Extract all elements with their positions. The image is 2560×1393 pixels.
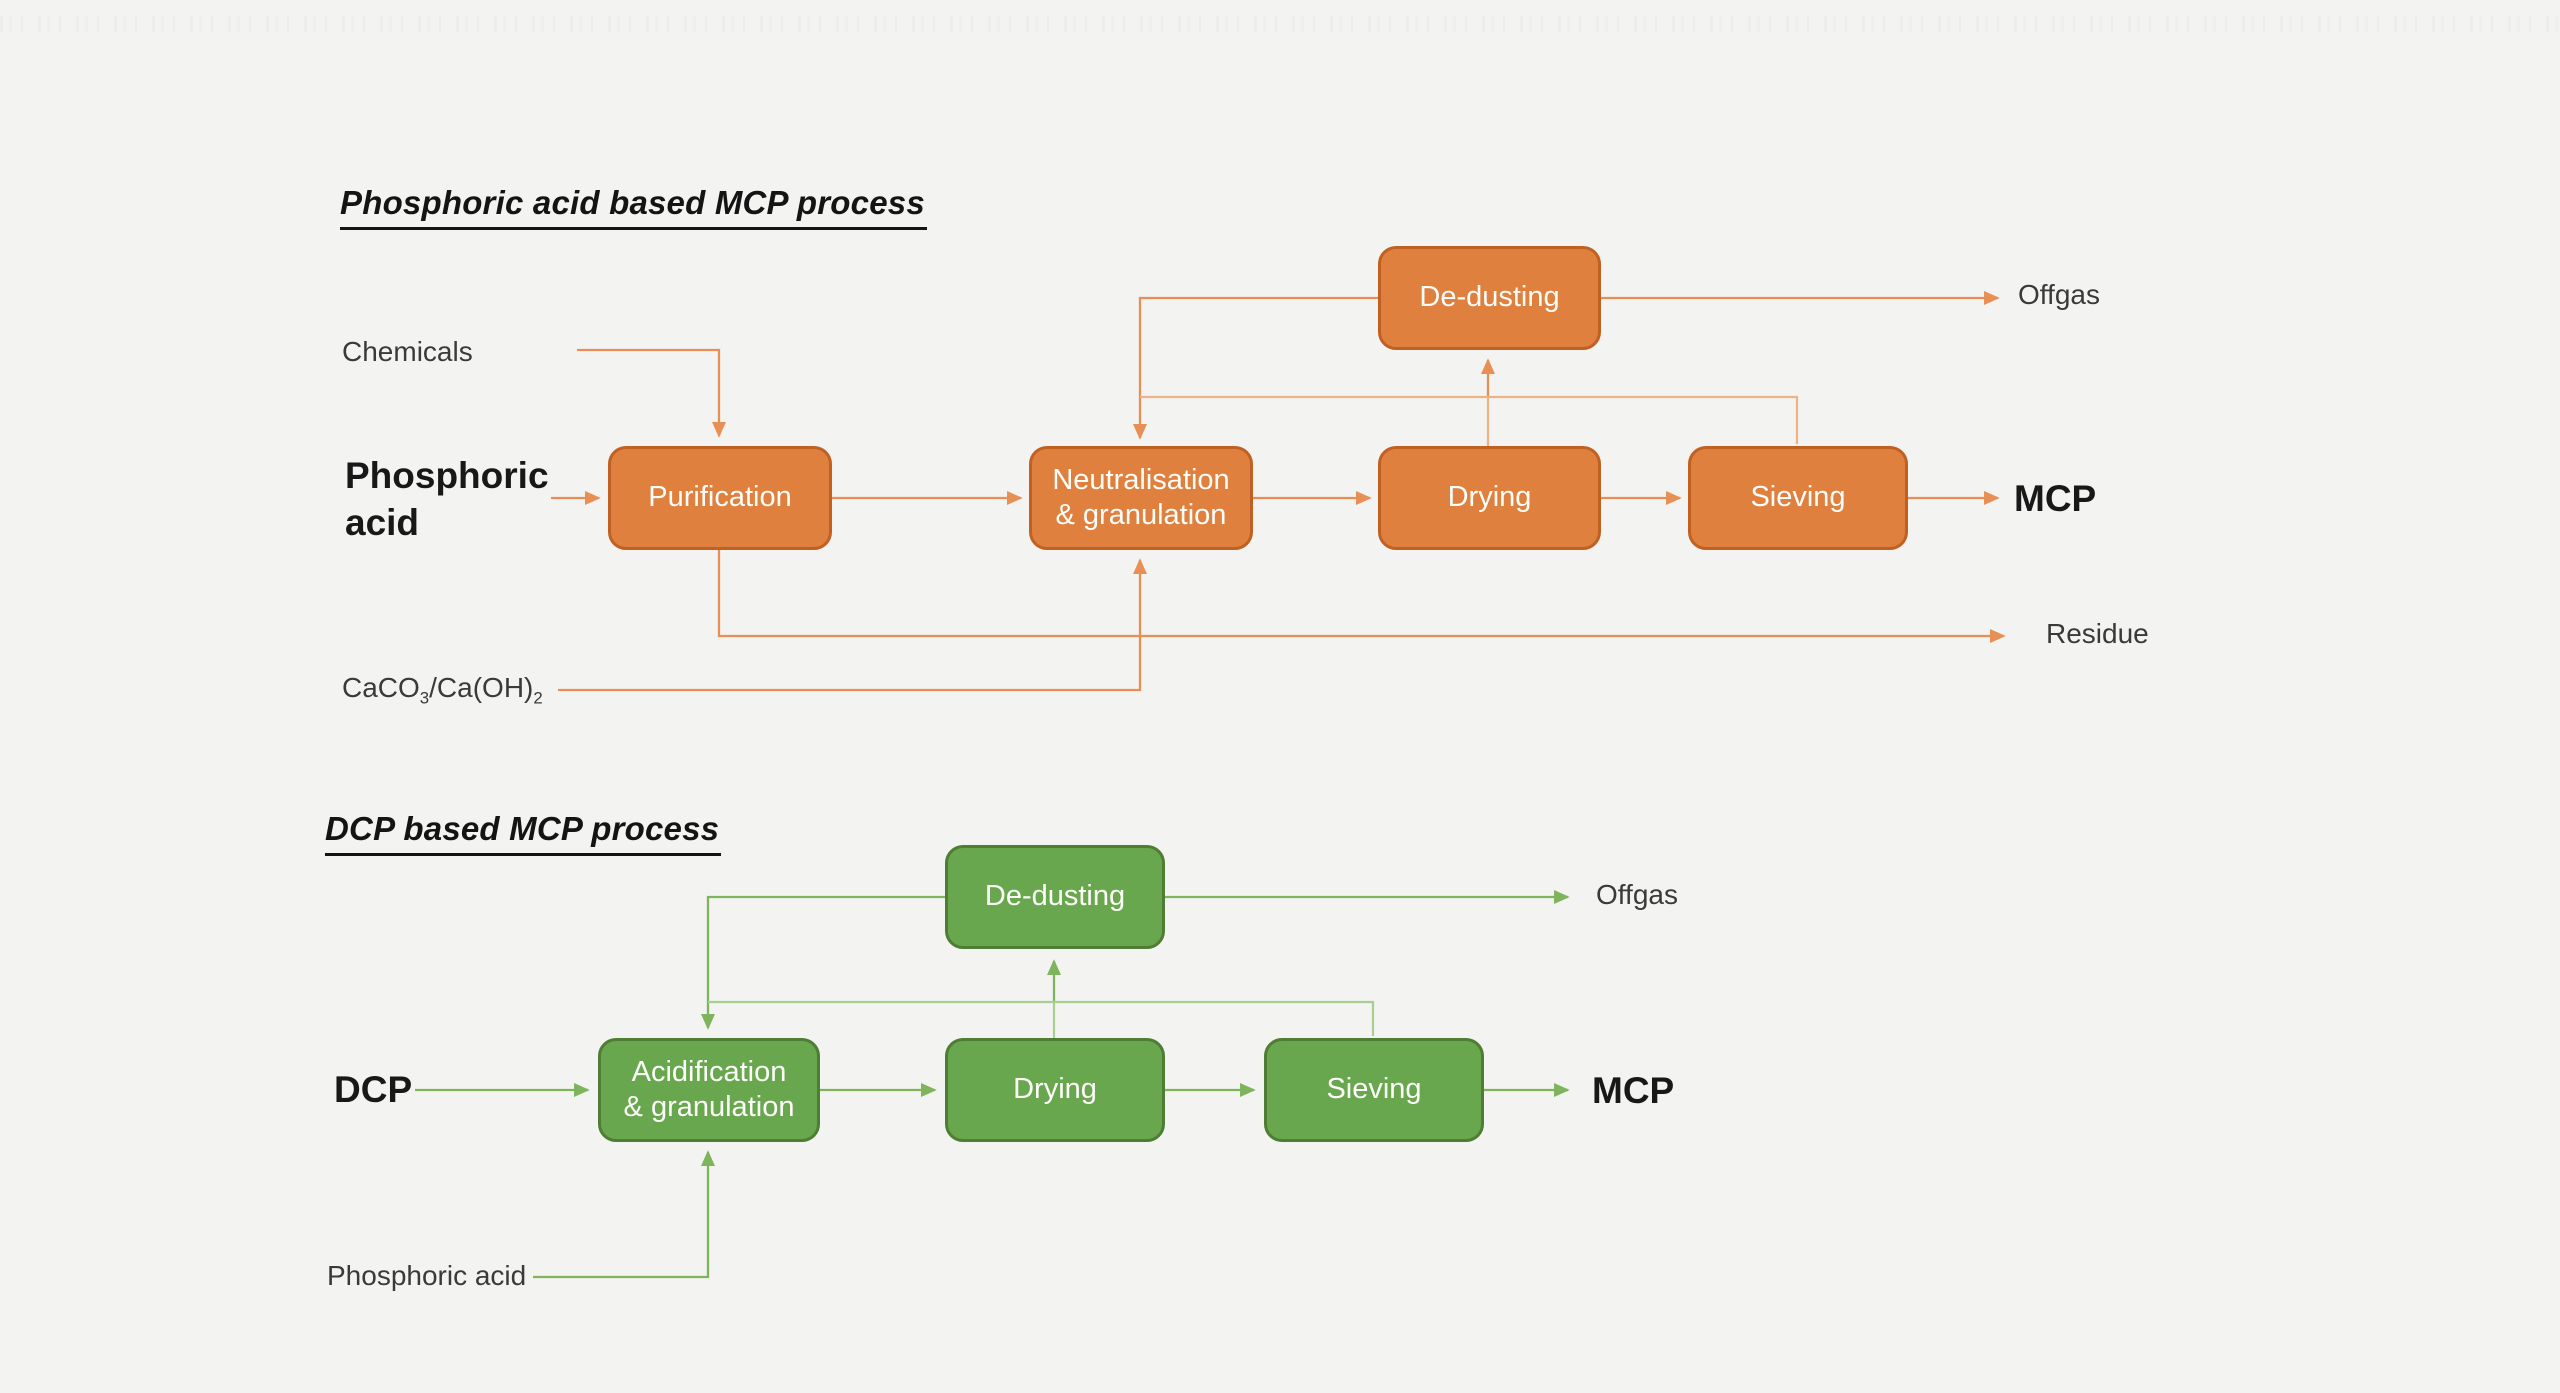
label-offgas-top: Offgas: [2018, 279, 2100, 310]
box-sieving-top-label: Sieving: [1750, 481, 1846, 514]
label-phosphoric-acid-line1: Phosphoric: [345, 455, 549, 496]
box-dedusting-bottom-label: De-dusting: [984, 880, 1126, 913]
box-neutralisation-line1: Neutralisation: [1052, 463, 1230, 496]
label-chemicals: Chemicals: [342, 336, 473, 367]
box-neutralisation-line2: & granulation: [1055, 499, 1227, 531]
box-acidification-granulation: Acidification & granulation: [598, 1038, 820, 1142]
arrow-caco3-to-neutralisation: [558, 558, 1147, 692]
label-residue: Residue: [2046, 618, 2149, 649]
box-drying-bottom-label: Drying: [1013, 1073, 1097, 1106]
arrow-dedusting-return-to-neutralisation: [1133, 296, 1378, 440]
box-dedusting-top-label: De-dusting: [1419, 281, 1560, 314]
box-purification: Purification: [608, 446, 832, 550]
label-mcp-top: MCP: [2014, 478, 2097, 519]
box-sieving-bottom-label: Sieving: [1326, 1073, 1422, 1106]
label-phosphoric-acid-line2: acid: [345, 502, 420, 544]
box-acidification-line2: & granulation: [623, 1091, 795, 1123]
label-phosphoric-acid-bottom: Phosphoric acid: [327, 1260, 527, 1291]
arrow-dedusting-return-to-acidification: [701, 895, 945, 1030]
box-neutralisation-granulation: Neutralisation & granulation: [1029, 446, 1253, 550]
box-drying-top: Drying: [1378, 446, 1601, 550]
box-drying-bottom: Drying: [945, 1038, 1165, 1142]
line-dust-header-bottom: [708, 1000, 1375, 1036]
top-edge-scan-artifact: [0, 16, 2560, 32]
box-acidification-line1: Acidification: [631, 1055, 787, 1088]
box-dedusting-bottom: De-dusting: [945, 845, 1165, 949]
label-caco3: CaCO3/Ca(OH)2: [342, 672, 543, 708]
box-purification-label: Purification: [648, 481, 792, 514]
label-mcp-bottom: MCP: [1592, 1070, 1675, 1111]
label-dcp: DCP: [334, 1069, 413, 1110]
arrow-purification-to-residue: [717, 550, 2006, 643]
label-offgas-bottom: Offgas: [1596, 879, 1678, 910]
box-sieving-top: Sieving: [1688, 446, 1908, 550]
box-drying-top-label: Drying: [1447, 481, 1532, 514]
bottom-diagram-title: DCP based MCP process: [325, 810, 722, 856]
arrow-phosphoric-acid-to-acidification: [533, 1150, 715, 1279]
arrow-chemicals-to-purification: [577, 348, 726, 438]
line-dust-header-top: [1140, 395, 1799, 444]
top-diagram-title: Phosphoric acid based MCP process: [340, 184, 927, 230]
box-dedusting-top: De-dusting: [1378, 246, 1601, 350]
label-phosphoric-acid-top: Phosphoric acid: [345, 452, 549, 547]
box-sieving-bottom: Sieving: [1264, 1038, 1484, 1142]
